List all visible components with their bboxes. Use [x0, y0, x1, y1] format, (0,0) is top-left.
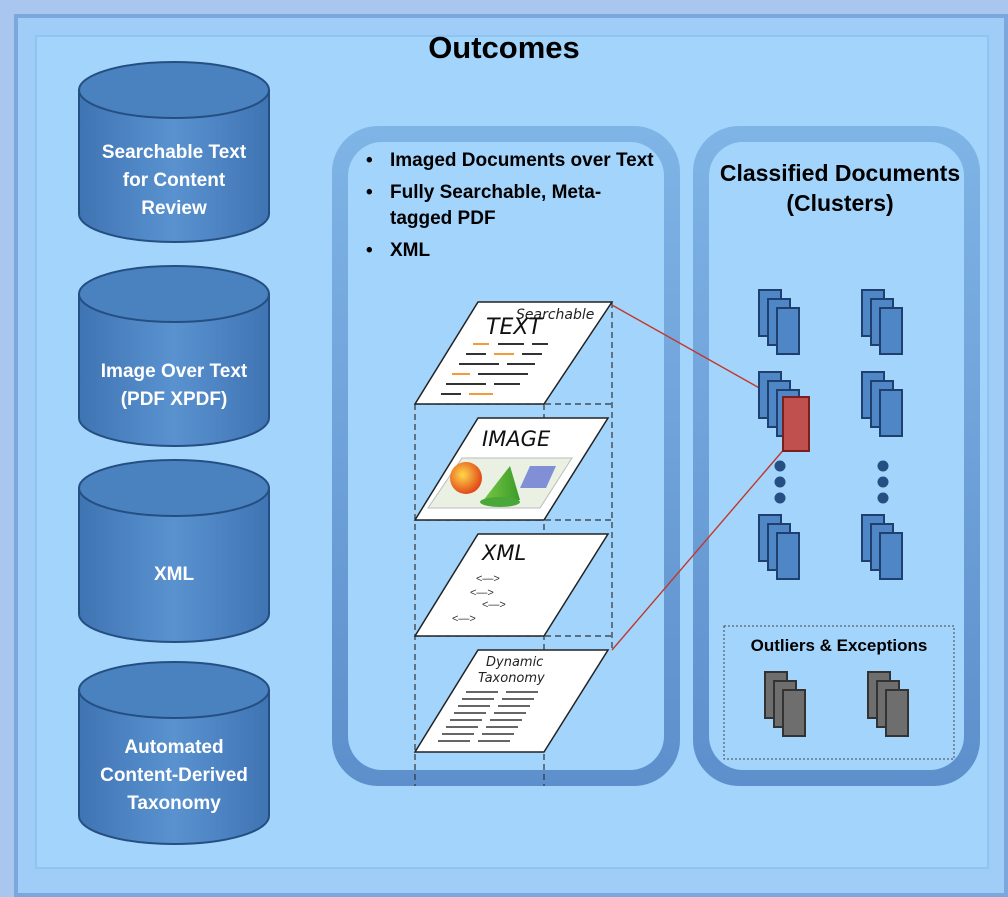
page-title: Outcomes: [428, 30, 580, 65]
document-page: [879, 307, 903, 355]
document-page: [776, 532, 800, 580]
layer-searchable-text: Searchable TEXT: [413, 301, 614, 405]
outliers-title: Outliers & Exceptions: [750, 636, 928, 655]
document-stack: [861, 371, 903, 437]
connector-lines: [611, 304, 787, 651]
cylinder-taxonomy: [78, 661, 270, 845]
xml-tag: <—>: [482, 599, 506, 611]
layer-image-title: IMAGE: [482, 427, 551, 451]
format-bullet: XML: [362, 238, 662, 264]
ellipsis-dot: [877, 476, 889, 488]
outliers-box: [723, 625, 955, 760]
outcome-label-xml: XML: [79, 520, 269, 630]
ellipsis-dot: [877, 492, 889, 504]
xml-tags-icon: <—> <—> <—> <—>: [452, 573, 506, 625]
taxonomy-lines-icon: [438, 691, 538, 742]
layer-text-title-top: Searchable: [516, 307, 594, 323]
ellipsis-dot: [774, 476, 786, 488]
cylinder-searchable-text: [78, 61, 270, 243]
layer-taxonomy: Dynamic Taxonomy: [413, 649, 610, 753]
outcome-line: for Content: [122, 170, 226, 191]
layer-image: IMAGE: [413, 417, 610, 521]
xml-tag: <—>: [452, 613, 476, 625]
layer-text-title-main: TEXT: [486, 315, 543, 340]
document-page: [879, 389, 903, 437]
document-page: [879, 532, 903, 580]
document-stack: [861, 514, 903, 580]
outlier-document-stack: [764, 671, 806, 737]
outcome-line: Automated: [124, 737, 224, 758]
text-lines-icon: [441, 343, 548, 395]
ellipsis-dot: [877, 460, 889, 472]
xml-tag: <—>: [476, 573, 500, 585]
format-bullet-list: Imaged Documents over Text Fully Searcha…: [362, 148, 662, 270]
document-page: [782, 689, 806, 737]
layer-xml: XML <—> <—> <—> <—>: [413, 533, 610, 637]
outcome-line: Image Over Text: [100, 361, 248, 382]
outcome-line: (PDF XPDF): [120, 389, 228, 410]
image-shapes-icon: [427, 457, 573, 509]
outcome-line: Searchable Text: [101, 142, 247, 163]
classified-panel: [693, 126, 980, 786]
document-page: [776, 307, 800, 355]
outcome-line: Review: [141, 198, 207, 219]
xml-tag: <—>: [470, 587, 494, 599]
ellipsis-dot: [774, 492, 786, 504]
layer-taxonomy-title-main: Taxonomy: [478, 671, 545, 686]
format-bullet: Imaged Documents over Text: [362, 148, 662, 174]
outlier-documents: [764, 671, 909, 737]
outlier-document-stack: [867, 671, 909, 737]
classified-title: Classified Documents (Clusters): [719, 160, 961, 216]
outcome-label-image-over-text: Image Over Text (PDF XPDF): [79, 330, 269, 442]
format-bullet: Fully Searchable, Meta-tagged PDF: [362, 180, 662, 232]
ellipsis-dot: [774, 460, 786, 472]
highlighted-document: [782, 396, 810, 452]
document-stack: [861, 289, 903, 355]
layer-taxonomy-title-top: Dynamic: [486, 655, 543, 670]
layer-xml-title: XML: [481, 541, 526, 565]
document-stack: [758, 289, 800, 355]
outcome-line: XML: [153, 564, 195, 585]
document-stack: [758, 514, 800, 580]
document-page: [885, 689, 909, 737]
outcome-line: Content-Derived: [100, 765, 248, 786]
cylinder-xml: [78, 459, 270, 643]
outcome-line: Taxonomy: [127, 793, 221, 814]
cylinder-image-over-text: [78, 265, 270, 447]
